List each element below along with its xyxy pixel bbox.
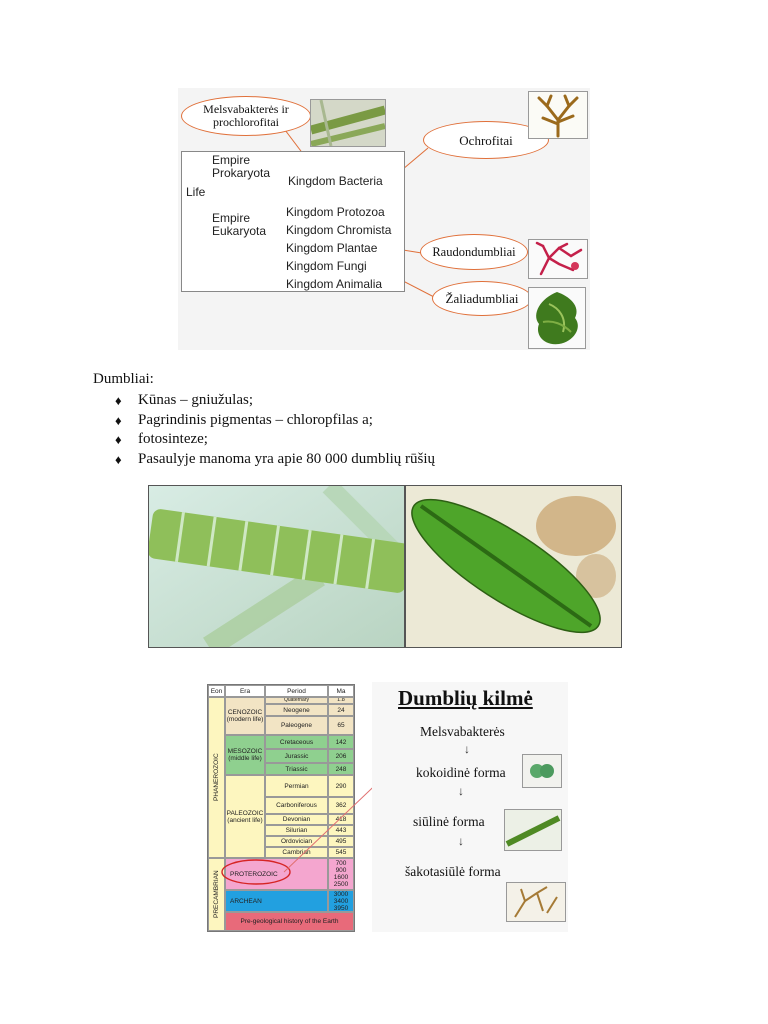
period-cell: Ordovician: [265, 836, 328, 847]
ma-cell: 3000 3400 3950: [328, 890, 354, 912]
period-cell: Triassic: [265, 763, 328, 775]
green-algae-photo: [528, 287, 586, 349]
algae-origin-panel: Dumblių kilmė Melsvabakterės ↓ kokoidinė…: [372, 682, 568, 932]
header-period: Period: [265, 685, 328, 697]
period-cell: Carboniferous: [265, 797, 328, 814]
green-algae-oval: Žaliadumbliai: [432, 281, 532, 316]
ma-cell: 418: [328, 814, 354, 825]
period-cell: Cambrian: [265, 847, 328, 858]
list-item: ♦Pagrindinis pigmentas – chloropfilas a;: [115, 411, 435, 431]
kingdom-label: Kingdom Fungi: [286, 259, 367, 273]
ma-cell: 290: [328, 775, 354, 797]
ma-cell: 495: [328, 836, 354, 847]
era-pregeological: Pre-geological history of the Earth: [225, 912, 354, 931]
red-algae-photo: [528, 239, 588, 279]
header-eon: Eon: [208, 685, 225, 697]
era-archean: ARCHEAN: [225, 890, 328, 912]
down-arrow-icon: ↓: [458, 834, 464, 848]
step-label: siūlinė forma: [413, 814, 485, 829]
era-paleozoic: PALEOZOIC (ancient life): [225, 775, 265, 858]
period-cell: Devonian: [265, 814, 328, 825]
list-item: ♦Kūnas – gniužulas;: [115, 391, 435, 411]
red-algae-oval: Raudondumbliai: [420, 234, 528, 270]
filamentous-algae-micrograph: [148, 485, 405, 648]
branched-form-thumbnail: [506, 882, 566, 922]
ma-cell: 443: [328, 825, 354, 836]
period-cell: Quaternary: [265, 697, 328, 704]
empire-prokaryota-label: Empire Prokaryota: [212, 153, 271, 180]
ma-cell: 700 900 1600 2500: [328, 858, 354, 890]
diamond-bullet-icon: ♦: [115, 451, 122, 467]
diatom-micrograph: [405, 485, 622, 648]
ma-cell: 248: [328, 763, 354, 775]
down-arrow-icon: ↓: [464, 742, 470, 756]
kingdom-label: Kingdom Animalia: [286, 277, 383, 291]
filamentous-form-thumbnail: [504, 809, 562, 851]
geologic-time-table: Eon Era Period Ma PHANEROZOIC PRECAMBRIA…: [207, 684, 355, 932]
step-label: Melsvabakterės: [420, 724, 505, 739]
period-cell: Jurassic: [265, 749, 328, 763]
period-cell: Neogene: [265, 704, 328, 716]
cyanobacteria-photo: [310, 99, 386, 147]
coccoid-form-thumbnail: [522, 754, 562, 788]
era-mesozoic: MESOZOIC (middle life): [225, 735, 265, 775]
intro-heading: Dumbliai:: [93, 371, 154, 387]
list-item: ♦Pasaulyje manoma yra apie 80 000 dumbli…: [115, 450, 435, 470]
ma-cell: 24: [328, 704, 354, 716]
diamond-bullet-icon: ♦: [115, 412, 122, 428]
step-label: šakotasiūlė forma: [405, 864, 501, 879]
ma-cell: 545: [328, 847, 354, 858]
empire-eukaryota-label: Empire Eukaryota: [212, 211, 267, 238]
period-cell: Paleogene: [265, 716, 328, 735]
header-era: Era: [225, 685, 265, 697]
kingdom-label: Kingdom Bacteria: [288, 174, 383, 188]
step-label: kokoidinė forma: [416, 765, 506, 780]
eon-precambrian: PRECAMBRIAN: [208, 858, 225, 931]
era-cenozoic: CENOZOIC (modern life): [225, 697, 265, 735]
eon-phanerozoic: PHANEROZOIC: [208, 697, 225, 858]
kingdom-label: Kingdom Protozoa: [286, 205, 385, 219]
cyanobacteria-oval: Melsvabakterės ir prochlorofitai: [181, 96, 311, 136]
life-label: Life: [186, 185, 206, 199]
ma-cell: 206: [328, 749, 354, 763]
origin-title: Dumblių kilmė: [398, 686, 533, 710]
ma-cell: 65: [328, 716, 354, 735]
kingdom-label: Kingdom Plantae: [286, 241, 378, 255]
header-ma: Ma: [328, 685, 354, 697]
down-arrow-icon: ↓: [458, 784, 464, 798]
micrograph-row: [148, 485, 622, 648]
brown-algae-photo: [528, 91, 588, 139]
diamond-bullet-icon: ♦: [115, 432, 122, 447]
diamond-bullet-icon: ♦: [115, 393, 122, 408]
ma-cell: 1.8: [328, 697, 354, 704]
kingdom-label: Kingdom Chromista: [286, 223, 392, 237]
ochrophyta-oval: Ochrofitai: [423, 121, 549, 159]
tree-box: Life Empire Prokaryota Empire Eukaryota …: [181, 151, 405, 292]
ma-cell: 142: [328, 735, 354, 749]
tree-of-life-figure: Life Empire Prokaryota Empire Eukaryota …: [178, 88, 590, 350]
period-cell: Cretaceous: [265, 735, 328, 749]
facts-list: ♦Kūnas – gniužulas; ♦Pagrindinis pigment…: [115, 391, 435, 469]
list-item: ♦fotosinteze;: [115, 430, 435, 450]
period-cell: Permian: [265, 775, 328, 797]
